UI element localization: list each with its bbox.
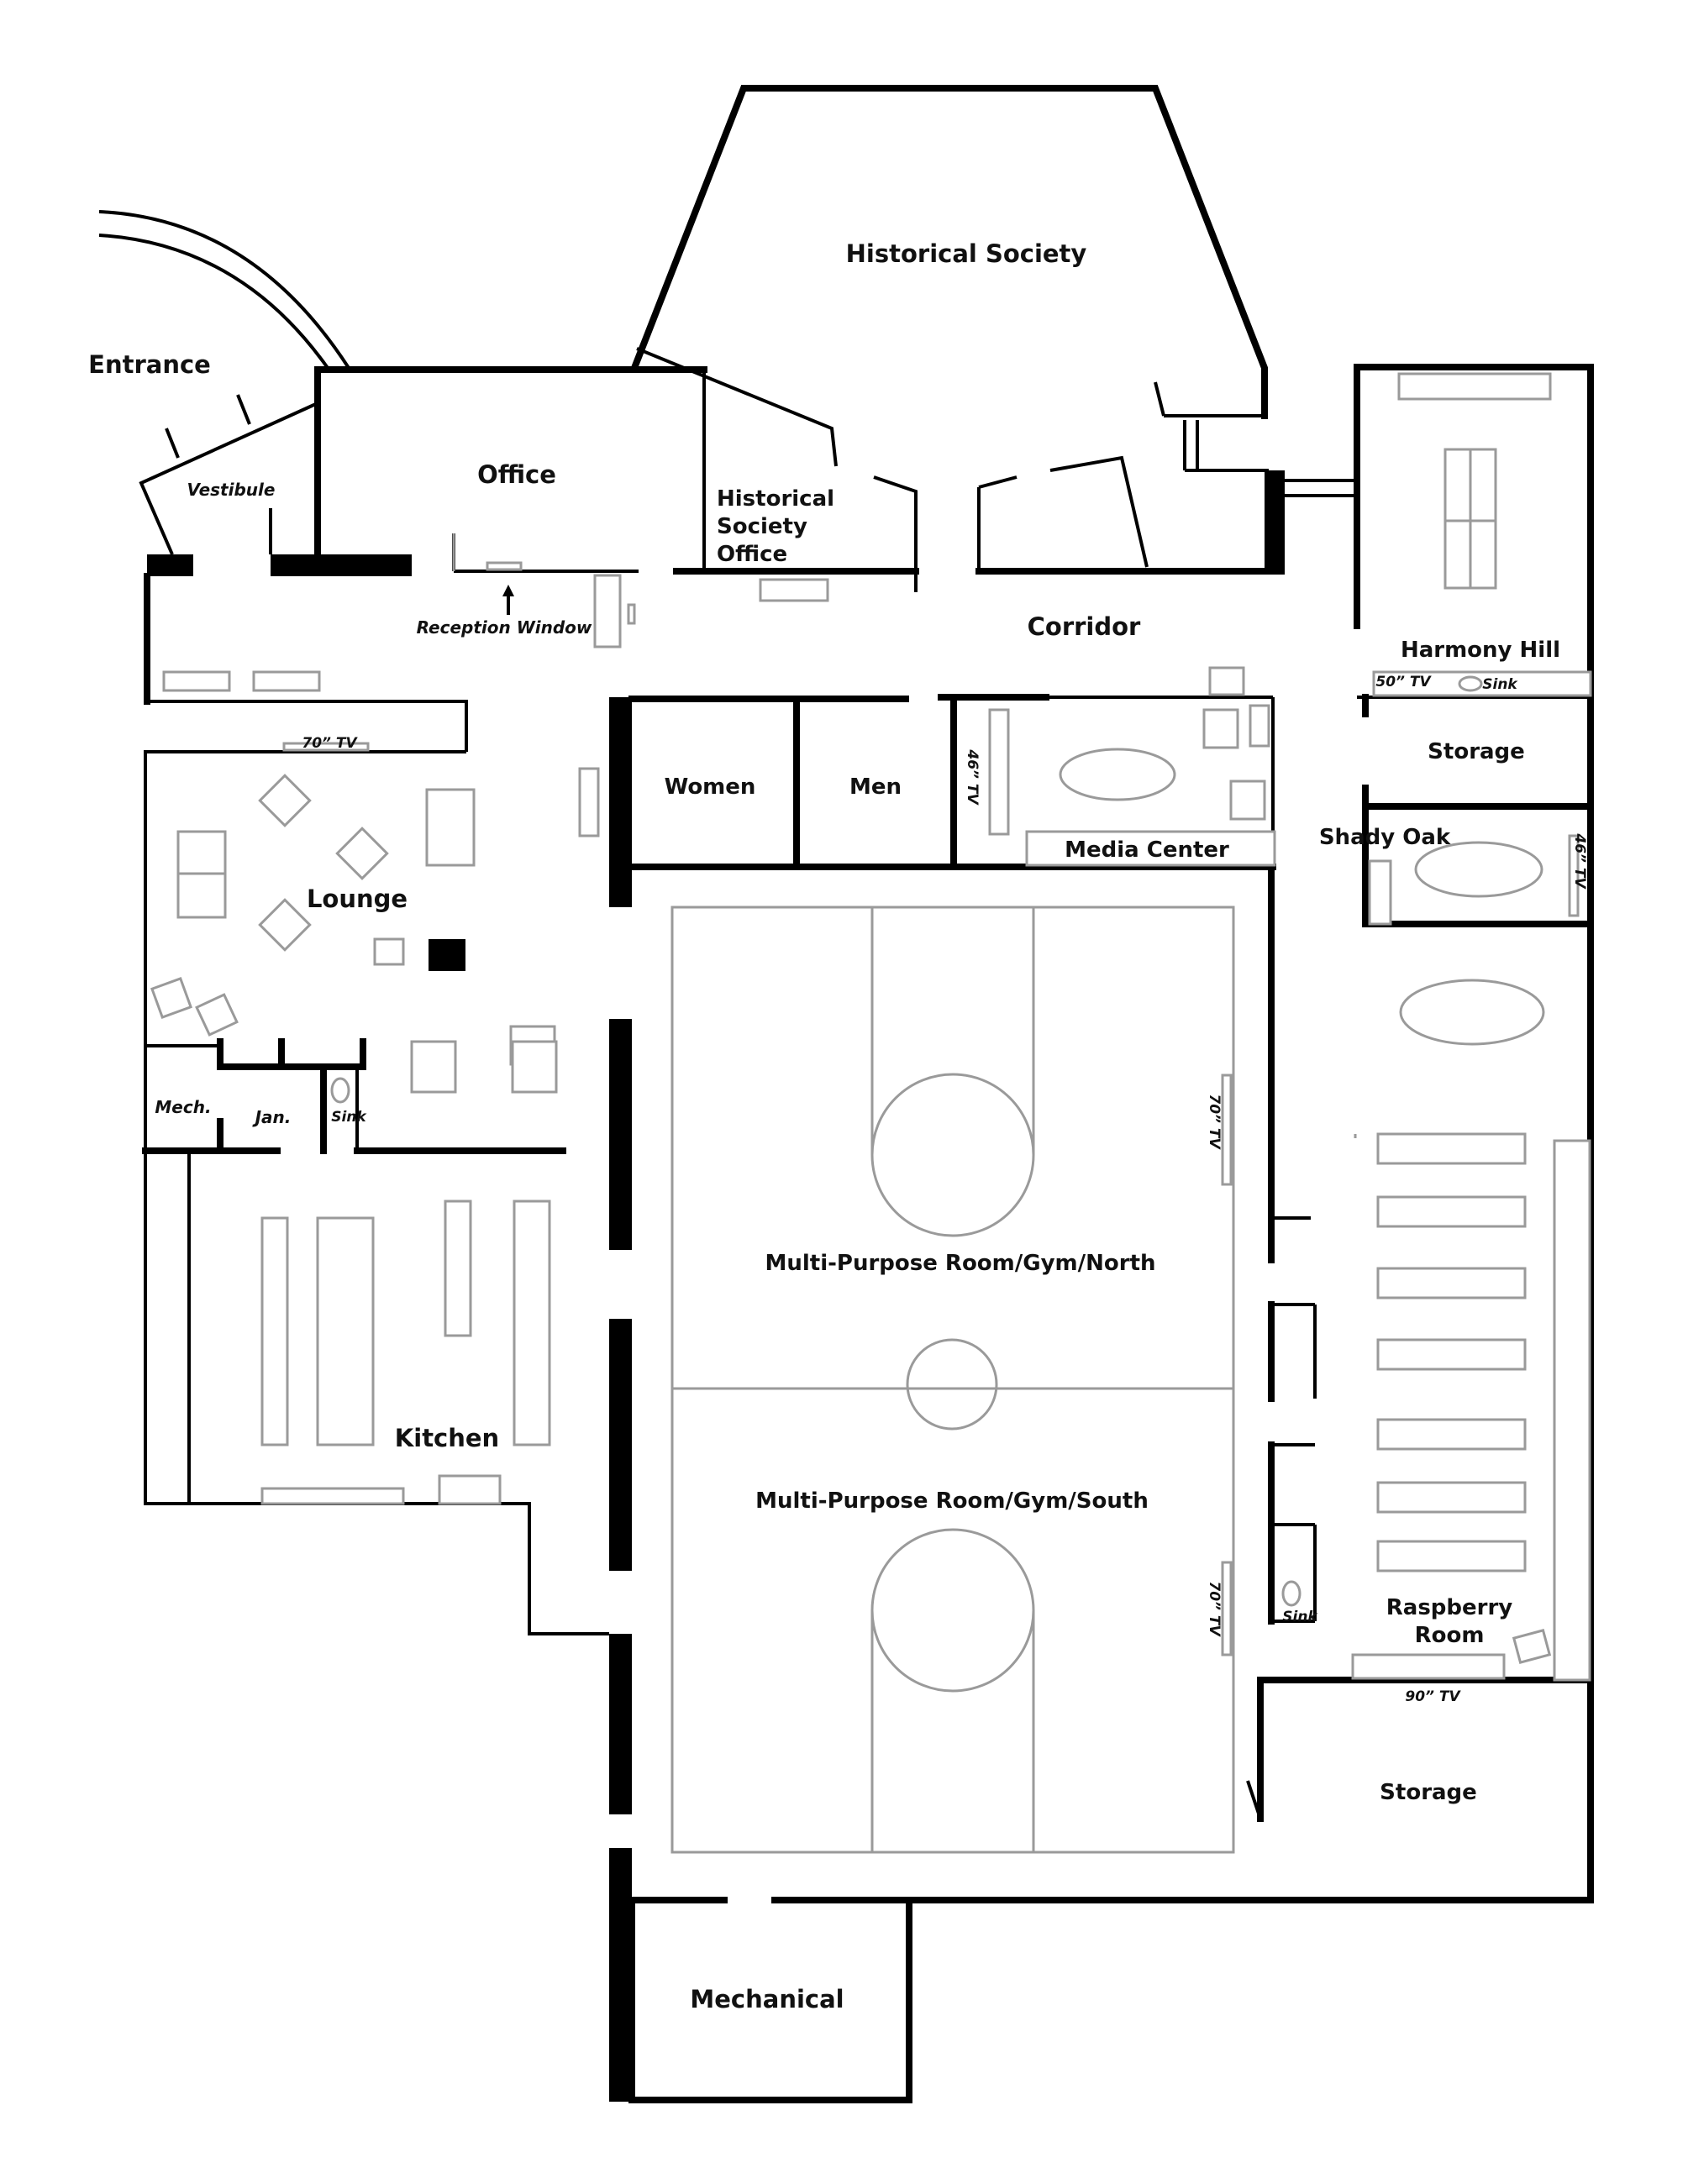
label-office: Office — [477, 460, 556, 489]
reception-arrow-head — [502, 585, 514, 596]
furniture — [150, 372, 1592, 1854]
annotation-sink-harmony: Sink — [1482, 676, 1518, 693]
label-hs-office-line2: Society — [717, 514, 807, 539]
label-raspberry-line1: Raspberry — [1386, 1595, 1513, 1620]
annotation-tv-46-shady: 46” TV — [1571, 832, 1588, 890]
room-labels: Historical Society Entrance Vestibule Of… — [88, 239, 1560, 2013]
shady-oak-furniture — [1368, 834, 1580, 926]
annotation-tv-46-media: 46” TV — [964, 748, 981, 806]
label-mechanical: Mechanical — [690, 1985, 844, 2013]
label-kitchen: Kitchen — [395, 1424, 499, 1452]
label-hs-office-line3: Office — [717, 542, 787, 567]
label-vestibule: Vestibule — [187, 480, 276, 500]
label-historical-society: Historical Society — [846, 239, 1087, 268]
gym-court — [670, 906, 1235, 1854]
annotation-sink-jan: Sink — [331, 1109, 367, 1126]
label-mech: Mech. — [155, 1097, 211, 1117]
annotation-sink-raspberry: Sink — [1282, 1609, 1318, 1625]
label-raspberry-line2: Room — [1415, 1623, 1485, 1648]
lounge-tables — [150, 774, 558, 1094]
kitchen-fixtures — [260, 1200, 551, 1505]
label-hs-office-line1: Historical — [717, 486, 834, 512]
label-lounge: Lounge — [307, 885, 408, 913]
label-entrance: Entrance — [88, 350, 211, 379]
raspberry-room-furniture — [1281, 979, 1591, 1682]
label-shady-oak: Shady Oak — [1319, 825, 1451, 850]
annotation-reception-window: Reception Window — [417, 617, 592, 638]
annotation-tv-90-raspberry: 90” TV — [1405, 1688, 1461, 1705]
label-gym-south: Multi-Purpose Room/Gym/South — [755, 1488, 1149, 1514]
label-storage-upper: Storage — [1428, 739, 1525, 764]
label-women: Women — [665, 774, 756, 800]
annotations: Reception Window 70” TV 46” TV 50” TV Si… — [302, 585, 1588, 1705]
label-storage-lower: Storage — [1380, 1780, 1477, 1805]
label-gym-north: Multi-Purpose Room/Gym/North — [765, 1251, 1155, 1276]
label-men: Men — [849, 774, 902, 800]
label-media-center: Media Center — [1065, 837, 1229, 863]
harmony-hill-furniture — [1372, 372, 1592, 697]
annotation-tv-70-north: 70” TV — [1206, 1094, 1223, 1150]
walls — [98, 85, 1594, 2103]
media-center-furniture — [988, 666, 1276, 867]
label-corridor: Corridor — [1028, 612, 1141, 641]
annotation-tv-70-lounge: 70” TV — [302, 735, 358, 752]
label-jan: Jan. — [252, 1107, 292, 1127]
annotation-tv-70-south: 70” TV — [1206, 1581, 1223, 1637]
label-harmony-hill: Harmony Hill — [1401, 638, 1560, 663]
annotation-tv-50-harmony: 50” TV — [1375, 674, 1432, 690]
